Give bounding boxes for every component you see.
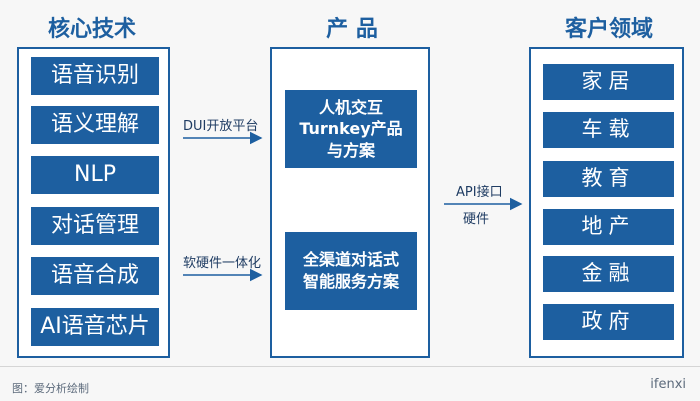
- core-tech-panel: [17, 47, 170, 358]
- customer-item-education: 教育: [543, 161, 674, 197]
- label-dui-platform: DUI开放平台: [183, 119, 259, 134]
- product-title: 产 品: [326, 17, 378, 42]
- core-item-ai-voice-chip: AI语音芯片: [31, 308, 159, 346]
- footer-divider: [0, 366, 700, 367]
- customer-item-government: 政府: [543, 304, 674, 340]
- customer-item-finance: 金融: [543, 256, 674, 292]
- core-item-speech-synthesis: 语音合成: [31, 257, 159, 295]
- source-caption: 图：爱分析绘制: [12, 382, 89, 395]
- customer-title: 客户领域: [564, 17, 653, 42]
- core-tech-title: 核心技术: [47, 17, 136, 42]
- customer-item-home: 家居: [543, 64, 674, 100]
- ifenxi-logo: ifenxi: [650, 377, 686, 392]
- core-item-semantic-understanding: 语义理解: [31, 106, 159, 144]
- label-hardware: 硬件: [463, 212, 490, 227]
- product-item-turnkey: 人机交互 Turnkey产品 与方案: [285, 90, 417, 168]
- label-api-interface: API接口: [456, 185, 503, 200]
- core-item-nlp: NLP: [31, 156, 159, 194]
- product-item-omnichannel: 全渠道对话式 智能服务方案: [285, 232, 417, 310]
- customer-item-auto: 车载: [543, 112, 674, 148]
- customer-item-real-estate: 地产: [543, 209, 674, 245]
- core-item-dialog-management: 对话管理: [31, 207, 159, 245]
- core-item-speech-recognition: 语音识别: [31, 57, 159, 95]
- label-hw-sw-integration: 软硬件一体化: [183, 256, 262, 271]
